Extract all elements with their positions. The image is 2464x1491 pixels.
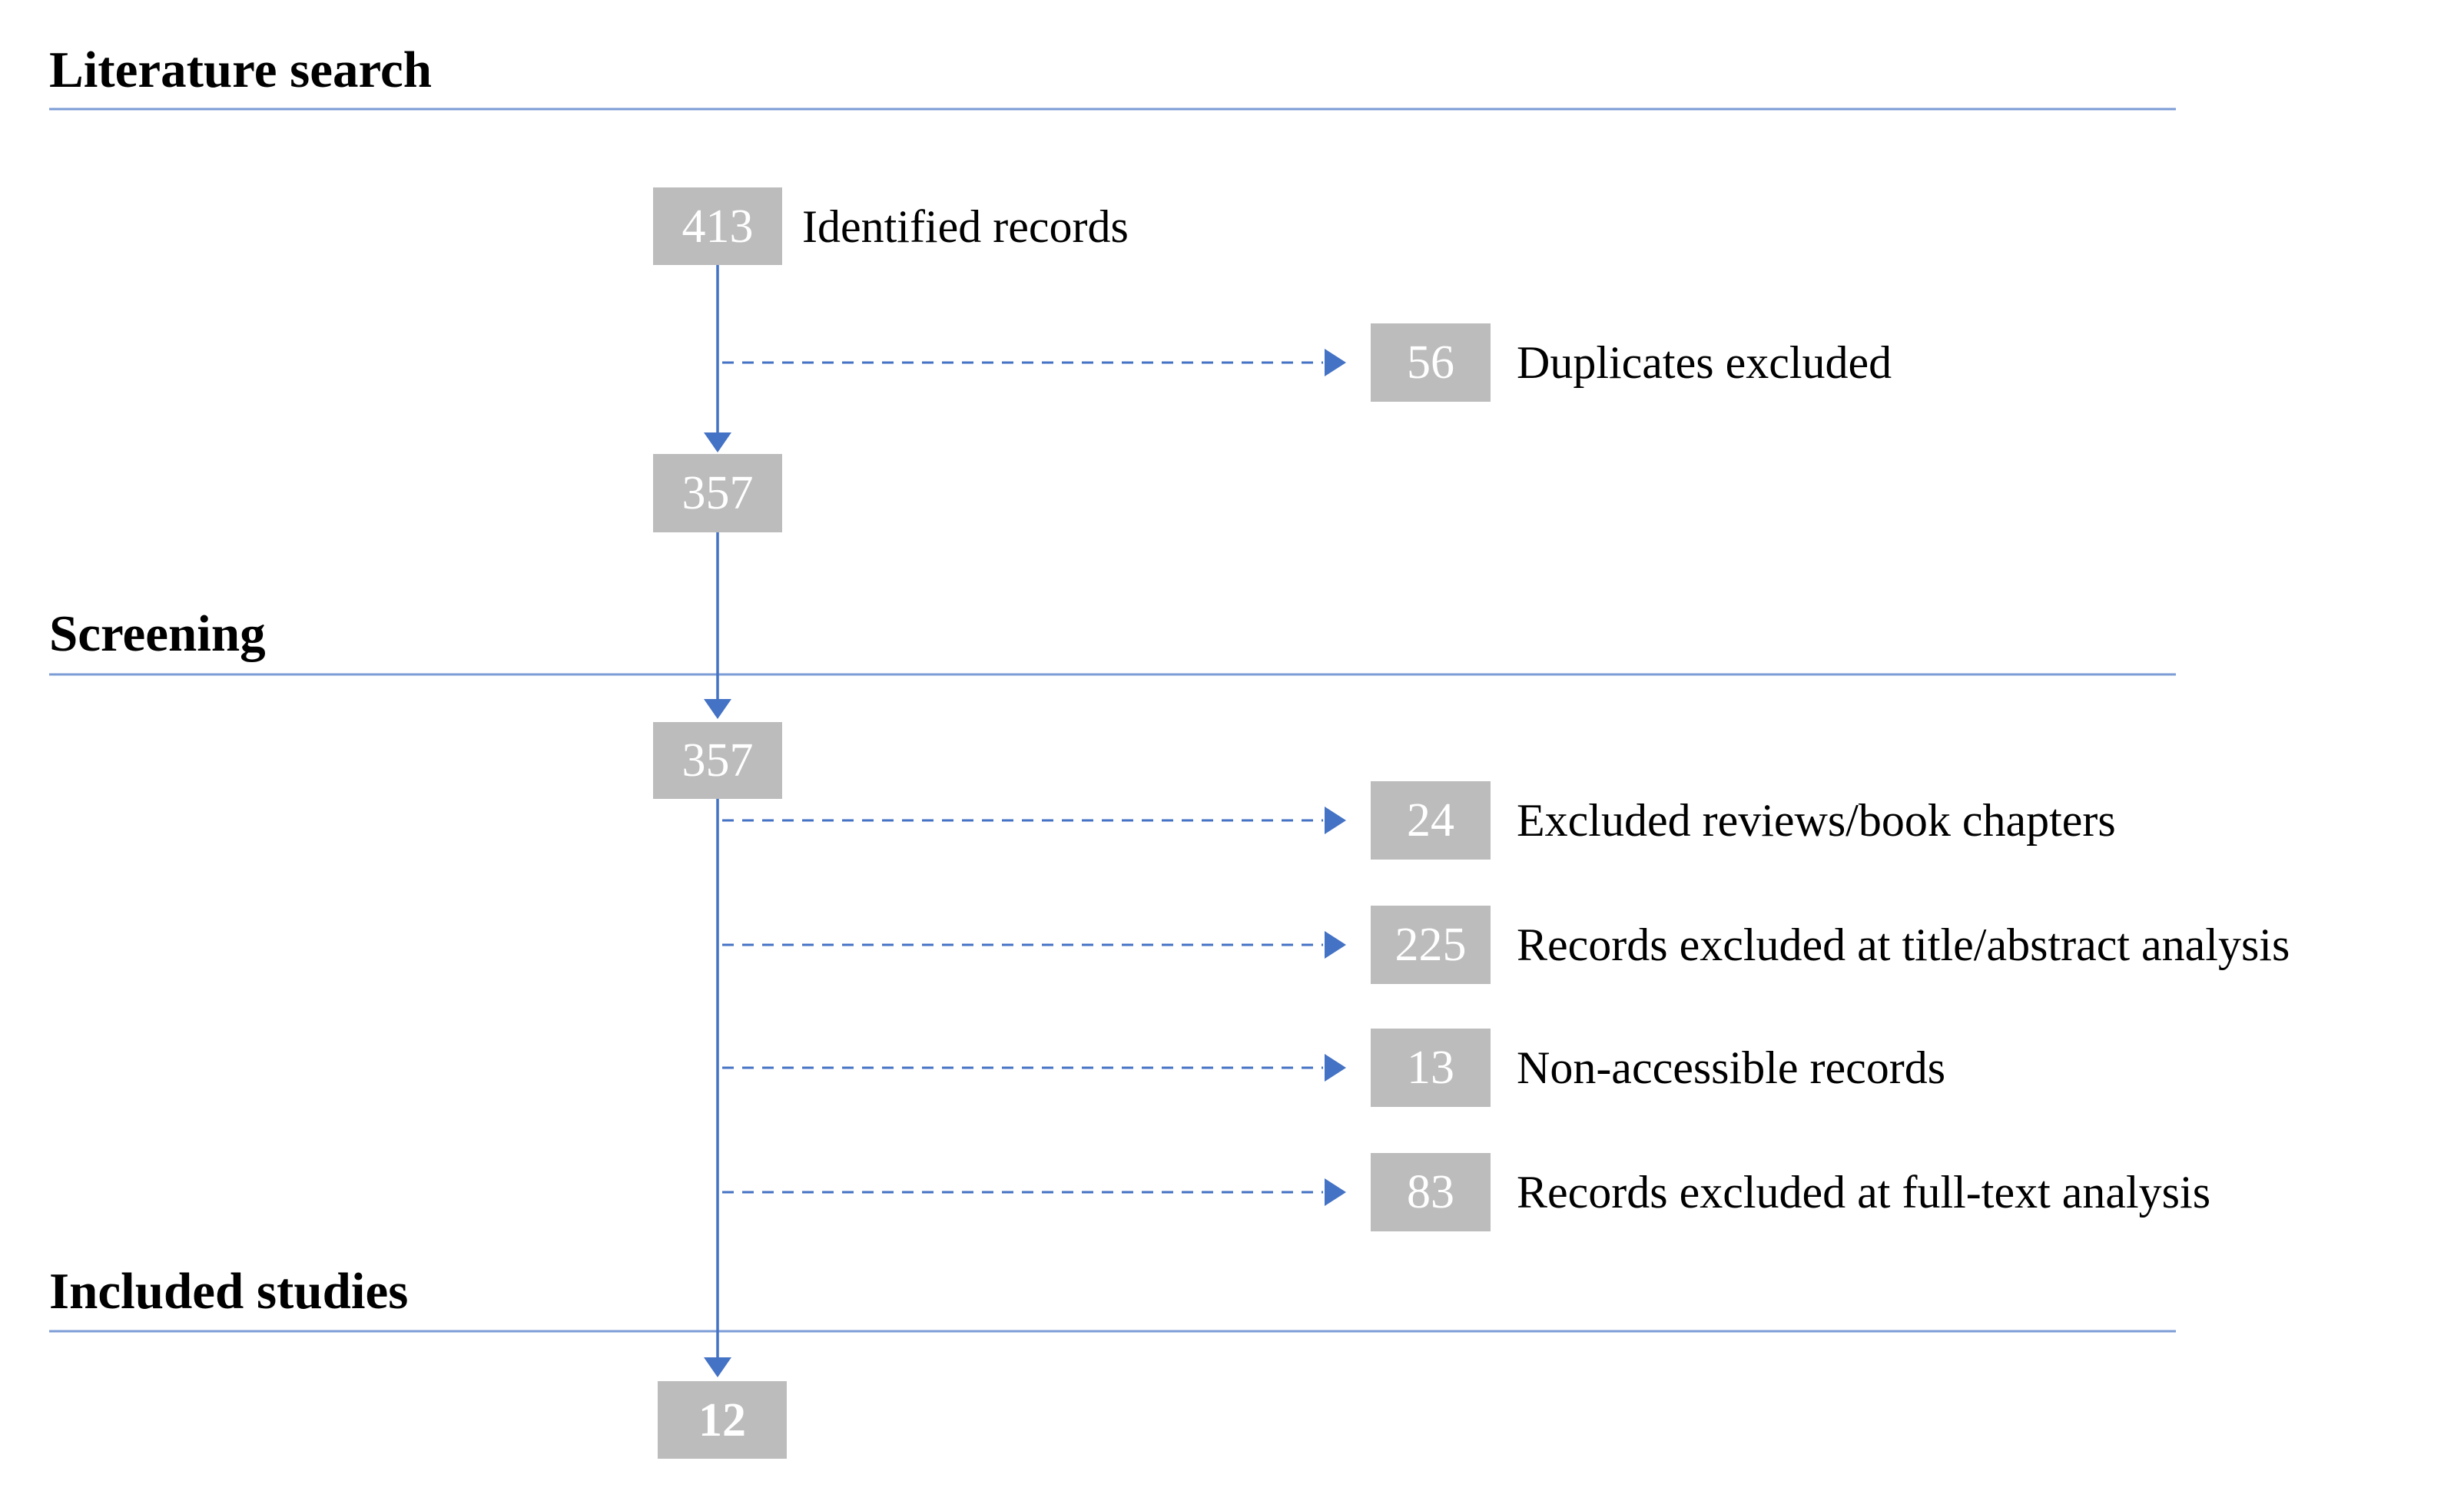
arrow-down-icon (704, 699, 731, 719)
arrow-right-icon (1325, 349, 1346, 376)
count-box-included: 12 (658, 1381, 787, 1459)
arrow-screened-to-included (704, 799, 731, 1377)
count-box-identified: 413 (653, 187, 782, 265)
branch-non-accessible (722, 1054, 1346, 1082)
branch-excluded-reviews (722, 807, 1346, 834)
arrow-right-icon (1325, 931, 1346, 959)
label-excluded-full-text: Records excluded at full-text analysis (1517, 1167, 2211, 1218)
branch-excluded-title-abstract (722, 931, 1346, 959)
arrow-down-icon (704, 1357, 731, 1377)
label-excluded-title-abstract: Records excluded at title/abstract analy… (1517, 919, 2290, 970)
label-duplicates-excluded: Duplicates excluded (1517, 337, 1892, 388)
arrow-right-icon (1325, 1178, 1346, 1206)
arrow-down-icon (704, 432, 731, 452)
count-box-excluded-reviews: 24 (1371, 781, 1491, 860)
branch-excluded-full-text (722, 1178, 1346, 1206)
arrow-deduplicated-to-screened (704, 532, 731, 719)
section-header-screening: Screening (49, 605, 266, 662)
branch-duplicates (722, 349, 1346, 376)
label-excluded-reviews: Excluded reviews/book chapters (1517, 795, 2116, 846)
count-box-excluded-title-abstract: 225 (1371, 906, 1491, 984)
count-box-duplicates: 56 (1371, 323, 1491, 402)
count-box-screened: 357 (653, 722, 782, 799)
arrow-identified-to-deduplicated (704, 265, 731, 452)
count-box-excluded-full-text: 83 (1371, 1153, 1491, 1231)
section-header-included-studies: Included studies (49, 1263, 409, 1320)
section-header-literature-search: Literature search (49, 41, 433, 98)
label-identified-records: Identified records (802, 201, 1129, 252)
count-box-deduplicated: 357 (653, 454, 782, 532)
count-box-non-accessible: 13 (1371, 1029, 1491, 1107)
arrow-right-icon (1325, 1054, 1346, 1082)
arrow-right-icon (1325, 807, 1346, 834)
label-non-accessible: Non-accessible records (1517, 1042, 1946, 1093)
